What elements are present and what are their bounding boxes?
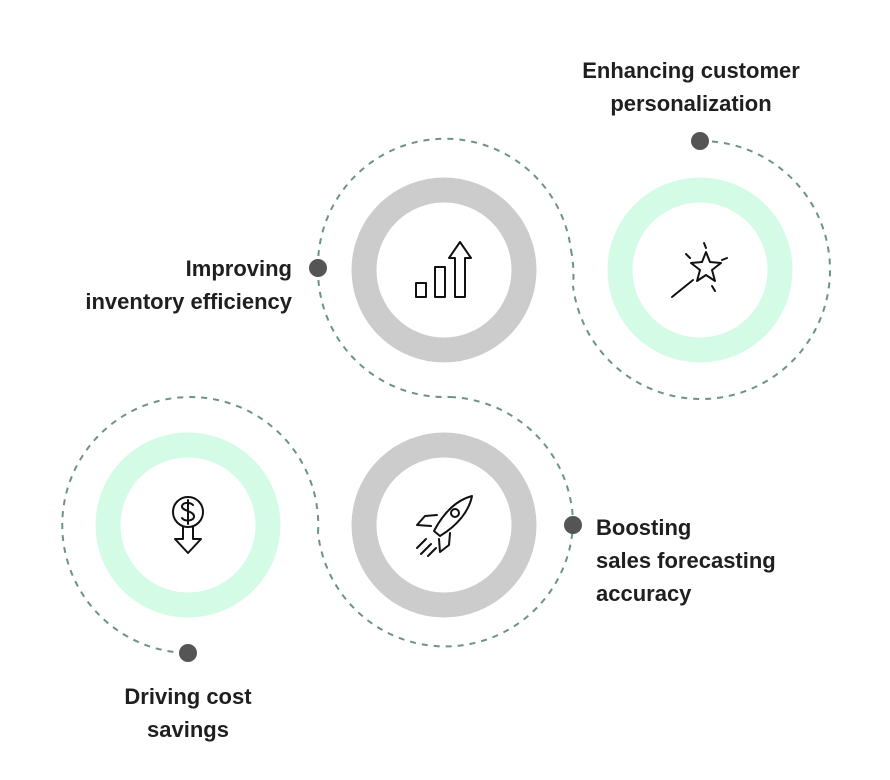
label-cost-savings: Driving cost savings: [88, 680, 288, 746]
label-line: accuracy: [596, 581, 692, 606]
label-line: Improving: [185, 256, 292, 281]
dot-personalization: [691, 132, 709, 150]
ring-cost-savings: [95, 432, 281, 618]
dashed-arc-top-link: [570, 249, 575, 287]
magic-wand-icon: [671, 242, 728, 298]
dashed-connectors: [61, 137, 831, 654]
rocket-icon: [416, 495, 473, 557]
dashed-arc-top-left: [316, 137, 572, 269]
label-line: Boosting: [596, 515, 692, 540]
ring-forecasting: [351, 432, 537, 618]
ring-personalization: [607, 177, 793, 363]
bar-chart-growth-icon: [415, 241, 472, 298]
ring-inventory: [351, 177, 537, 363]
label-line: inventory efficiency: [85, 289, 292, 314]
label-line: personalization: [610, 91, 772, 116]
label-personalization: Enhancing customer personalization: [560, 54, 822, 120]
label-line: Driving cost: [124, 684, 252, 709]
label-inventory: Improving inventory efficiency: [40, 252, 292, 318]
dashed-arc-bottom-left: [61, 396, 320, 654]
dot-inventory: [309, 259, 327, 277]
dot-cost-savings: [179, 644, 197, 662]
dashed-arc-top-connector: [316, 267, 451, 399]
dot-forecasting: [564, 516, 582, 534]
dollar-down-arrow-icon: [172, 496, 204, 554]
label-line: sales forecasting: [596, 548, 776, 573]
label-line: savings: [147, 717, 229, 742]
dashed-arc-bottom-right: [317, 396, 575, 648]
label-line: Enhancing customer: [582, 58, 800, 83]
label-forecasting: Boosting sales forecasting accuracy: [596, 511, 836, 610]
